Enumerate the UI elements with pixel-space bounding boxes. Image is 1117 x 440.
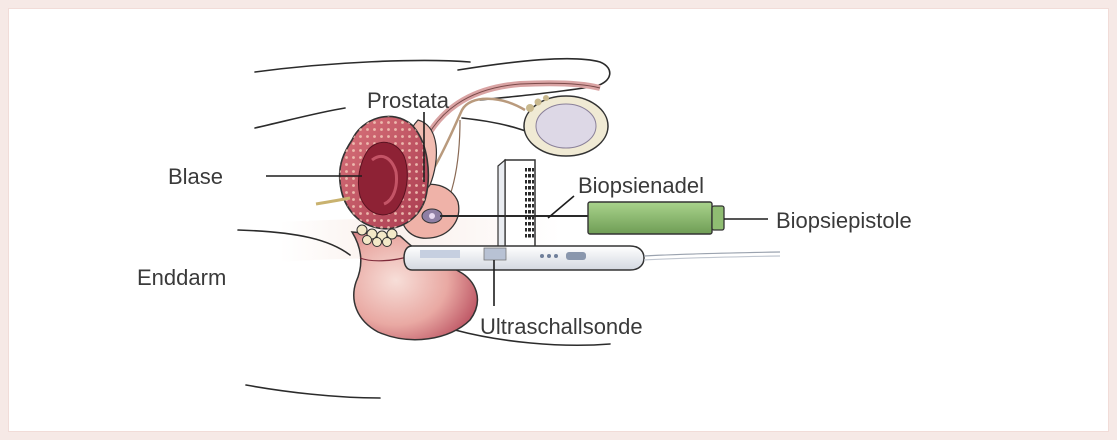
ultrasound-probe [404, 246, 780, 270]
biopsy-pistol [588, 202, 724, 234]
label-blase: Blase [168, 164, 223, 189]
label-biopsienadel: Biopsienadel [578, 173, 704, 198]
biopsienadel-leader [548, 196, 574, 218]
bladder [340, 116, 429, 228]
label-prostata: Prostata [367, 88, 450, 113]
label-enddarm: Enddarm [137, 265, 226, 290]
label-biopsiepistole: Biopsiepistole [776, 208, 912, 233]
label-ultraschallsonde: Ultraschallsonde [480, 314, 643, 339]
needle-guide [498, 160, 535, 258]
testis [524, 95, 608, 156]
